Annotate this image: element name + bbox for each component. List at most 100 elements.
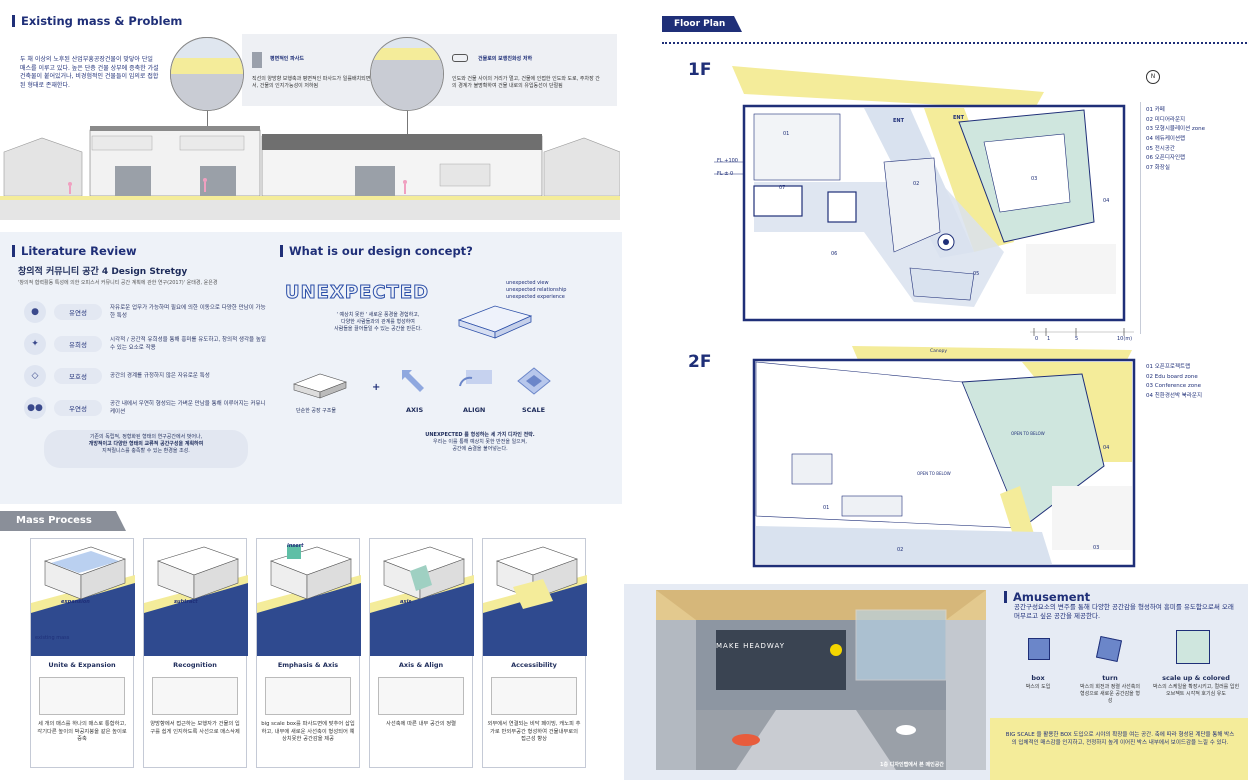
room-1f-03: 03 [1031,176,1038,182]
room-1f-05: 05 [973,271,980,277]
align-icon [456,366,496,396]
turn-icon [1095,635,1123,663]
facade-icon [252,52,262,68]
lit-item-flexibility: ● 유연성 자유로운 업무가 가능하며 필요에 의한 이동으로 다양한 만남이 … [24,301,270,323]
callout1-title: 평면적인 파사드 [270,56,304,62]
literature-section-title: Literature Review [12,244,137,258]
scale-tick-5: 5 [1075,336,1079,342]
photo-sign: MAKE HEADWAY [716,642,785,650]
mass-process-card-title: Unite & Expansion [48,661,116,669]
level-fl-0: FL ± 0 [717,171,734,177]
existing-elevation [0,124,621,220]
mass-process-card-tag: insert [287,543,304,549]
floor-plan-2f [752,346,1137,568]
concept-section-title: What is our design concept? [280,244,473,258]
lightbulb-icon: ✦ [24,333,46,355]
box-icon [1028,638,1050,660]
callout1-text: 직선의 양방향 보행축과 평면적인 파사드가 일률배치되면서, 건물의 인지가능… [252,76,371,89]
open-to-below-1: OPEN TO BELOW [1011,431,1045,436]
mass-process-card-text: 세 개의 매스를 하나의 매스로 통합하고, 각기다른 높이의 박공지붕을 같은… [37,721,127,743]
mass-process-card-text: 양방향에서 접근하는 보행자가 건물의 입구를 쉽게 인지하도록 사선으로 매스… [150,721,240,735]
amusement-photo [656,590,986,770]
photo-caption: 1층 디자인랩에서 본 메인공간 [880,762,944,768]
concept-mass-sketch [455,302,535,340]
amusement-section-title: Amusement [1004,590,1090,604]
scale-tick-1: 1 [1047,336,1051,342]
amusement-footer: BIG SCALE 을 활용한 BOX 도입으로 시야의 확장을 여는 공간. … [1005,732,1235,746]
amusement-item-box-desc: 박스의 도입 [1025,684,1051,690]
tactic-axis: AXIS [406,406,424,414]
open-to-below-2: OPEN TO BELOW [917,471,951,476]
room-2f-03: 03 [1093,545,1100,551]
lit-item-ambiguity: ◇ 모호성 공간의 경계를 규정하지 않은 자유로운 특성 [24,365,270,387]
concept-plus: + [372,382,381,393]
callout-circle-facade-front [170,37,244,111]
lit-item-chance: ●● 우연성 공간 내에서 우연히 형성되는 가벼운 만남을 통해 이루어지는 … [24,397,270,419]
floor-plan-title: Floor Plan [674,19,726,29]
mass-process-card-tag: expansion [61,599,90,605]
mass-process-card-sub: existing mass [35,635,70,641]
amusement-item-scale-title: scale up & colored [1162,674,1230,682]
legend-divider [1140,102,1246,334]
person-icon: ● [24,301,46,323]
level-fl-100: FL +100 [717,158,738,164]
amusement-subtitle: 공간구성요소의 변주를 통해 다양한 공간감을 형성하여 흥미를 유도함으로써 … [1014,603,1234,621]
concept-footer: UNEXPECTED 를 형성하는 세 가지 디자인 전략. 우리는 이를 통해… [425,432,535,452]
floor-plan-header [662,16,742,32]
floor-1f-legend: 01 카페 02 미디어라운지 03 모형시뮬레이션 zone 04 에듀케이션… [1146,107,1206,171]
literature-source: '창의적 협력활동 특성에 의한 오피스서 커뮤니티 공간 계획에 관한 연구(… [18,280,218,286]
mass-process-card-diagram [265,677,351,715]
mass-process-card: Emphasis & Axis big scale box를 파사드면에 맞추어 … [256,538,361,768]
mass-process-card-diagram [152,677,238,715]
concept-quote: ' 예상치 못한 ' 새로운 풍경을 경험하고, 다양한 사람들과의 관계를 형… [334,312,422,332]
scale-colored-icon [1176,630,1210,664]
concept-base-label: 단순한 공장 구조물 [296,408,336,414]
callout-circle-pedestrian [370,37,444,111]
existing-intro: 두 채 이상의 노후된 산업부흥공장건물이 맞닿아 단일 매스를 이루고 있다.… [20,56,159,90]
floor-1f-label: 1F [688,60,712,80]
callout2-text: 인도와 건물 사이의 거리가 멀고, 건물에 인접한 인도와 도로, 주차장 간… [452,76,600,89]
mass-process-card-text: big scale box를 파사드면에 맞추어 삽입하고, 내부에 새로운 사… [261,721,355,743]
amusement-footer-box [990,718,1248,780]
mass-process-card-diagram [491,677,577,715]
mass-process-card: Accessibility 외부에서 연결되는 비닥 페이빙, 캐노피 추가로 반… [482,538,587,768]
literature-summary: 기존의 독립적, 정형화된 형태의 연구공간에서 벗어나, 개방적이고 다양한 … [44,430,248,468]
mass-process-card-diagram [39,677,125,715]
scale-tick-0: 0 [1035,336,1039,342]
mass-process-card-title: Recognition [173,661,217,669]
mass-process-card-diagram [378,677,464,715]
people-icon: ●● [24,397,46,419]
room-1f-06: 06 [831,251,838,257]
factory-structure-sketch [292,372,348,400]
tactic-scale: SCALE [522,406,546,414]
mass-process-card-title: Accessibility [511,661,557,669]
concept-word: UNEXPECTED [284,282,430,304]
amusement-item-turn-title: turn [1102,674,1118,682]
scale-tick-10: 10(m) [1117,336,1133,342]
mass-process-card-text: 외부에서 연결되는 비닥 페이빙, 캐노피 추가로 반외부공간 형성하여 건물내… [487,721,581,743]
mass-process-card-title: Emphasis & Axis [277,661,339,669]
floor-2f-label: 2F [688,352,712,372]
room-1f-04: 04 [1103,198,1110,204]
car-icon [452,54,468,62]
lit-item-playfulness: ✦ 유희성 시각적 / 공간적 유희성을 통해 흥미를 유도하고, 창의적 생각… [24,333,270,355]
room-2f-04: 04 [1103,445,1110,451]
scale-icon [516,366,552,396]
room-2f-01: 01 [823,505,830,511]
amusement-item-box-title: box [1031,674,1045,682]
mass-process-header [0,511,126,531]
mass-process-card: Recognition 양방향에서 접근하는 보행자가 건물의 입구를 쉽게 인지… [143,538,248,768]
mass-process-card-tag: subtract [174,599,198,605]
room-1f-02: 02 [913,181,920,187]
literature-heading: 창의적 커뮤니티 공간 4 Design Stretgy [18,267,188,277]
mass-process-title: Mass Process [16,515,92,526]
mass-process-card-title: Axis & Align [398,661,444,669]
floor-plan-divider [662,42,1247,44]
entrance-label-1: ENT [893,118,905,124]
mass-process-card-tag: axis [400,599,412,605]
axis-arrow-icon [398,366,428,396]
amusement-item-scale-desc: 박스의 스케일을 확장시키고, 컬러를 입힌 오브젝트 시각적 호기심 유도 [1152,684,1240,697]
canopy-label: Canopy [930,349,948,354]
mass-process-card: Unite & Expansion 세 개의 매스를 하나의 매스로 통합하고, … [30,538,135,768]
